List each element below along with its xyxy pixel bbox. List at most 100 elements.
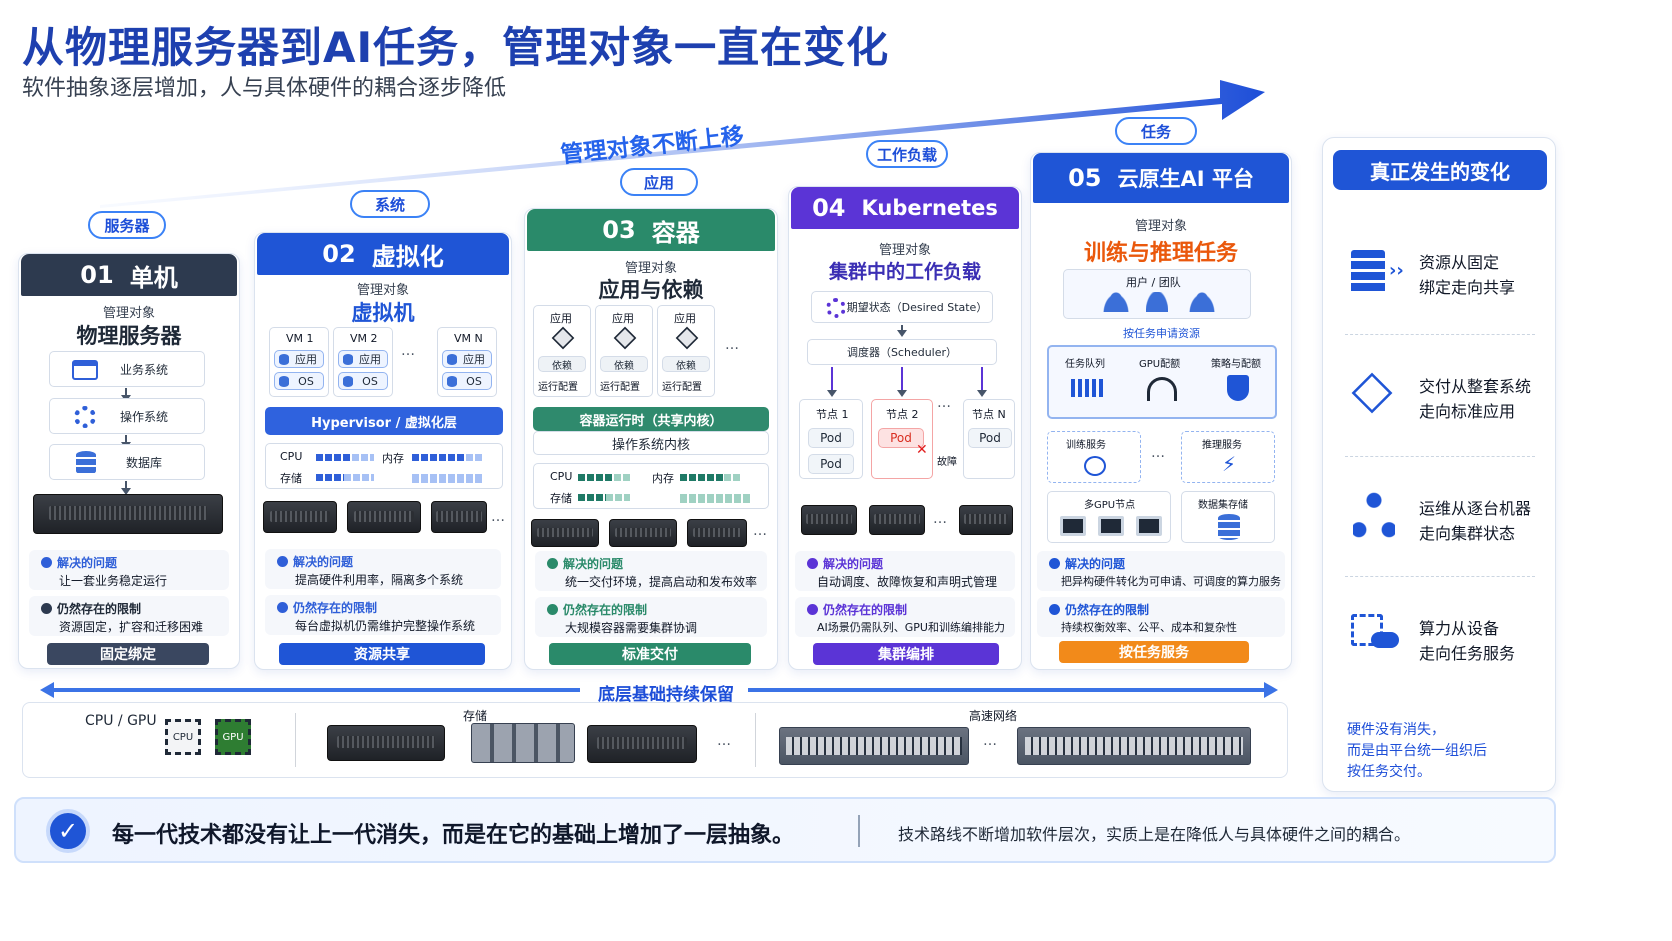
solved-text: 提高硬件利用率，隔离多个系统 xyxy=(295,573,464,587)
apply-resources-label: 按任务申请资源 xyxy=(1123,327,1200,340)
chevron-right-icon: ›› xyxy=(1389,260,1404,281)
cloud-icon xyxy=(1371,632,1399,648)
managed-object-label: 管理对象 xyxy=(102,306,155,321)
node-name: 节点 2 xyxy=(886,408,919,421)
managed-object-label: 管理对象 xyxy=(878,243,931,258)
alert-icon xyxy=(1049,604,1060,615)
vm-app: 应用 xyxy=(295,353,317,366)
panel-title: 真正发生的变化 xyxy=(1333,150,1547,190)
gear-icon xyxy=(74,406,96,428)
server-image xyxy=(959,505,1013,535)
inference-label: 推理服务 xyxy=(1202,440,1242,451)
chip-cloud-icon xyxy=(1351,614,1383,646)
container-dep: 依赖 xyxy=(676,360,696,372)
ellipsis: … xyxy=(933,511,949,527)
column-number: 02 xyxy=(322,240,356,268)
managed-object-value: 集群中的工作负载 xyxy=(828,261,981,283)
check-icon xyxy=(807,558,818,569)
solved-text: 把异构硬件转化为可申请、可调度的算力服务 xyxy=(1061,575,1281,588)
changes-panel: 真正发生的变化 ›› 资源从固定 绑定走向共享 交付从整套系统 走向标准应用 运… xyxy=(1322,137,1556,792)
ellipsis: … xyxy=(753,523,769,539)
arrow-down-icon xyxy=(897,325,907,337)
cpu-chip-icon: CPU xyxy=(165,719,201,755)
database-icon xyxy=(447,376,457,387)
container-card: 应用 依赖 运行配置 xyxy=(533,305,591,397)
arrow-down-icon xyxy=(897,367,907,397)
k8s-node: 节点 N Pod xyxy=(963,399,1015,479)
gpu-quota-label: GPU配额 xyxy=(1139,359,1181,370)
container-card: 应用 依赖 运行配置 xyxy=(595,305,653,397)
container-dep: 依赖 xyxy=(552,360,572,372)
database-icon xyxy=(279,376,289,387)
ellipsis: … xyxy=(401,343,417,359)
panel-note: 硬件没有消失， 而是由平台统一组织后 按任务交付。 xyxy=(1347,722,1487,780)
solved-heading: 解决的问题 xyxy=(293,555,354,569)
layer-label: 业务系统 xyxy=(119,362,168,377)
limit-heading: 仍然存在的限制 xyxy=(57,602,142,616)
multi-gpu-label: 多GPU节点 xyxy=(1084,500,1136,511)
users-teams: 用户 / 团队 xyxy=(1063,269,1251,319)
limit-box: 仍然存在的限制 每台虚拟机仍需维护完整操作系统 xyxy=(265,595,501,635)
change-text: 资源从固定 绑定走向共享 xyxy=(1419,253,1516,297)
divider xyxy=(1345,456,1535,457)
storage-label: 存储 xyxy=(463,709,488,723)
solved-box: 解决的问题 把异构硬件转化为可申请、可调度的算力服务 xyxy=(1037,551,1285,591)
container-app: 应用 xyxy=(550,312,572,325)
org-nodes-icon xyxy=(1353,492,1395,538)
managed-object-value: 训练与推理任务 xyxy=(1083,241,1238,266)
base-label: 底层基础持续保留 xyxy=(598,685,734,705)
change-text: 算力从设备 走向任务服务 xyxy=(1419,619,1516,663)
limit-text: 资源固定，扩容和迁移困难 xyxy=(59,620,204,634)
queue-icon xyxy=(1071,379,1105,397)
cpu-chip-label: CPU xyxy=(172,731,194,743)
cpu-bar xyxy=(578,474,614,481)
gpu-icon xyxy=(1060,516,1086,536)
k8s-node: 节点 1 Pod Pod xyxy=(799,399,863,479)
solved-text: 统一交付环境，提高启动和发布效率 xyxy=(565,575,758,589)
divider xyxy=(295,713,296,767)
vm-os: OS xyxy=(298,374,314,388)
scheduling-pool: 任务队列 GPU配额 策略与配额 xyxy=(1047,345,1277,419)
limit-text: 每台虚拟机仍需维护完整操作系统 xyxy=(295,619,476,633)
cube-icon xyxy=(551,326,575,350)
limit-text: AI场景仍需队列、GPU和训练编排能力 xyxy=(817,621,1005,634)
storage-bar xyxy=(316,474,344,481)
vm-name: VM 1 xyxy=(286,332,314,345)
solved-box: 解决的问题 让一套业务稳定运行 xyxy=(29,550,229,590)
limit-heading: 仍然存在的限制 xyxy=(823,603,908,617)
queue-label: 任务队列 xyxy=(1065,359,1105,370)
column-name: 虚拟化 xyxy=(371,242,444,271)
column-number: 03 xyxy=(602,216,636,244)
vm-card: VM N 应用 OS xyxy=(437,327,497,397)
vm-os: OS xyxy=(466,374,482,388)
alert-icon xyxy=(547,604,558,615)
column-name: Kubernetes xyxy=(861,196,998,220)
managed-object-label: 管理对象 xyxy=(624,261,677,276)
failure-x-icon: ✕ xyxy=(916,442,928,458)
database-icon xyxy=(279,354,289,365)
container-runtime: 容器运行时（共享内核） xyxy=(533,407,769,431)
tag-cluster-orchestration: 集群编排 xyxy=(813,643,999,665)
pill-app: 应用 xyxy=(620,168,698,196)
network-switch-image xyxy=(779,727,969,765)
cpu-gpu-label: CPU / GPU xyxy=(85,713,157,729)
container-app: 应用 xyxy=(674,312,696,325)
desired-state-label: 期望状态（Desired State） xyxy=(846,301,988,314)
arrow-down-icon xyxy=(121,388,131,402)
change-item: 算力从设备 走向任务服务 xyxy=(1335,586,1545,698)
column-header: 02 虚拟化 xyxy=(257,233,509,275)
container-config: 运行配置 xyxy=(662,382,702,393)
user-group-icon xyxy=(1102,292,1130,312)
divider xyxy=(1345,334,1535,335)
column-number: 05 xyxy=(1068,164,1102,192)
pill-task: 任务 xyxy=(1115,117,1197,145)
network-label: 高速网络 xyxy=(969,709,1018,723)
limit-heading: 仍然存在的限制 xyxy=(293,601,378,615)
column-name: 单机 xyxy=(129,263,178,292)
memory-bar xyxy=(412,454,466,461)
solved-box: 解决的问题 自动调度、故障恢复和声明式管理 xyxy=(795,551,1015,591)
ellipsis: … xyxy=(717,733,733,749)
storage-disks xyxy=(680,494,752,503)
limit-box: 仍然存在的限制 大规模容器需要集群协调 xyxy=(535,597,767,637)
